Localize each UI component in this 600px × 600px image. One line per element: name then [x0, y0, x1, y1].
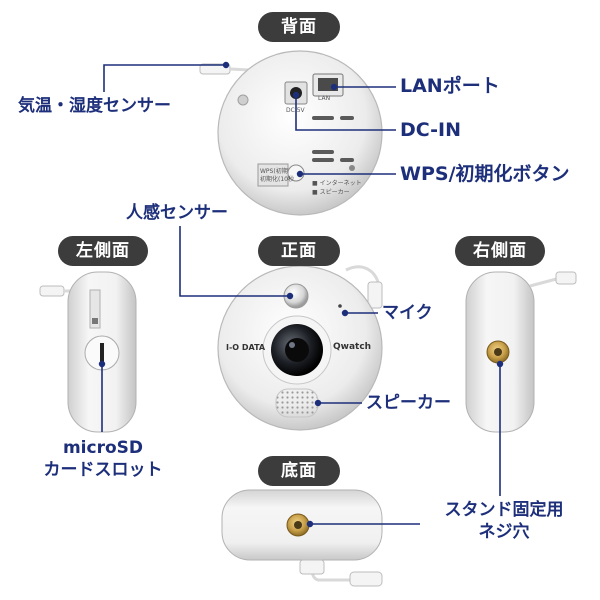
front-cable: [345, 265, 380, 283]
left-side-view: [39, 271, 137, 433]
header-back: 背面: [258, 12, 340, 42]
product-logo: Qwatch: [333, 342, 372, 352]
left-label: [89, 289, 101, 329]
bottom-tripod-center: [294, 521, 302, 529]
lens-highlight: [289, 342, 295, 348]
back-body: [217, 50, 383, 216]
device-print-indicator-1: ■ インターネット: [312, 180, 362, 187]
callout-microsd-line2: カードスロット: [43, 460, 163, 480]
bottom-cable-strain: [299, 559, 325, 575]
temp-humidity-sensor: [237, 94, 249, 106]
bottom-view: [221, 489, 383, 587]
callout-motion-sensor: 人感センサー: [126, 203, 228, 223]
lens-center: [285, 338, 309, 362]
front-cable-plug: [367, 281, 383, 309]
callout-tripod-line1: スタンド固定用: [444, 500, 564, 520]
wps-label-plate: [257, 163, 289, 187]
leader-temp-humidity: [103, 64, 226, 92]
back-view: [199, 50, 383, 216]
header-front: 正面: [258, 236, 340, 266]
leader-dcin: [295, 95, 396, 131]
callout-lan-port: LANポート: [400, 75, 500, 97]
leader-motion: [179, 226, 290, 297]
back-screw: [349, 165, 355, 171]
header-right-side: 右側面: [455, 236, 545, 266]
device-print-wps-1: WPS(初期: [260, 168, 288, 175]
callout-speaker: スピーカー: [366, 393, 451, 413]
brand-logo: I-O DATA: [226, 343, 266, 352]
speaker-grille: [275, 388, 319, 418]
header-bottom: 底面: [258, 456, 340, 486]
left-cable-plug: [39, 285, 65, 297]
bottom-cable-plug: [349, 571, 383, 587]
callout-microsd-line1: microSD: [62, 438, 144, 458]
callout-tripod-line2: ネジ穴: [478, 522, 530, 542]
callout-microphone: マイク: [382, 303, 433, 323]
microsd-logo: [92, 318, 98, 324]
callout-dc-in: DC-IN: [400, 119, 462, 141]
device-print-wps-2: 初期化(10秒: [260, 176, 294, 183]
device-print-lan: LAN: [318, 95, 331, 102]
right-cable-plug: [555, 271, 577, 285]
device-print-dc: DC 5V: [286, 107, 305, 114]
right-side-view: [465, 271, 577, 433]
microsd-slot: [100, 343, 104, 363]
leader-lines: [98, 61, 504, 528]
right-tripod-center: [494, 348, 502, 356]
front-view: [217, 265, 383, 431]
back-cable-lead: [229, 67, 251, 72]
header-left-side: 左側面: [58, 236, 148, 266]
callout-wps-button: WPS/初期化ボタン: [400, 163, 570, 185]
microphone-hole: [338, 304, 342, 308]
device-print-indicator-2: ■ スピーカー: [312, 189, 350, 196]
callout-temp-humidity-sensor: 気温・湿度センサー: [18, 96, 171, 116]
back-vents: [312, 116, 354, 162]
